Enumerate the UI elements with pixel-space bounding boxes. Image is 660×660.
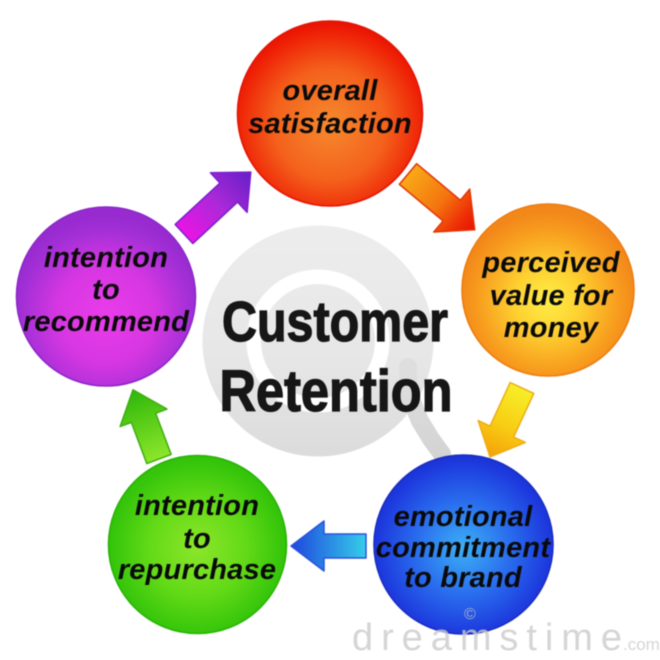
svg-text:satisfaction: satisfaction bbox=[248, 108, 412, 140]
svg-text:overall: overall bbox=[283, 75, 379, 107]
svg-text:Customer: Customer bbox=[222, 290, 448, 354]
svg-text:to: to bbox=[183, 523, 211, 555]
svg-text:emotional: emotional bbox=[394, 501, 533, 533]
svg-text:dreamstime: dreamstime bbox=[352, 617, 630, 659]
svg-text:money: money bbox=[504, 312, 600, 344]
svg-text:to: to bbox=[92, 274, 120, 306]
svg-text:©: © bbox=[464, 606, 476, 623]
svg-text:intention: intention bbox=[135, 490, 259, 522]
svg-text:repurchase: repurchase bbox=[118, 554, 276, 586]
svg-text:commitment: commitment bbox=[376, 532, 552, 564]
svg-text:recommend: recommend bbox=[23, 306, 190, 338]
svg-text:Retention: Retention bbox=[220, 359, 453, 424]
svg-text:perceived: perceived bbox=[481, 247, 620, 279]
svg-text:.com: .com bbox=[623, 635, 660, 654]
svg-text:intention: intention bbox=[44, 242, 168, 274]
svg-text:to brand: to brand bbox=[404, 562, 523, 594]
svg-text:value for: value for bbox=[490, 280, 614, 312]
